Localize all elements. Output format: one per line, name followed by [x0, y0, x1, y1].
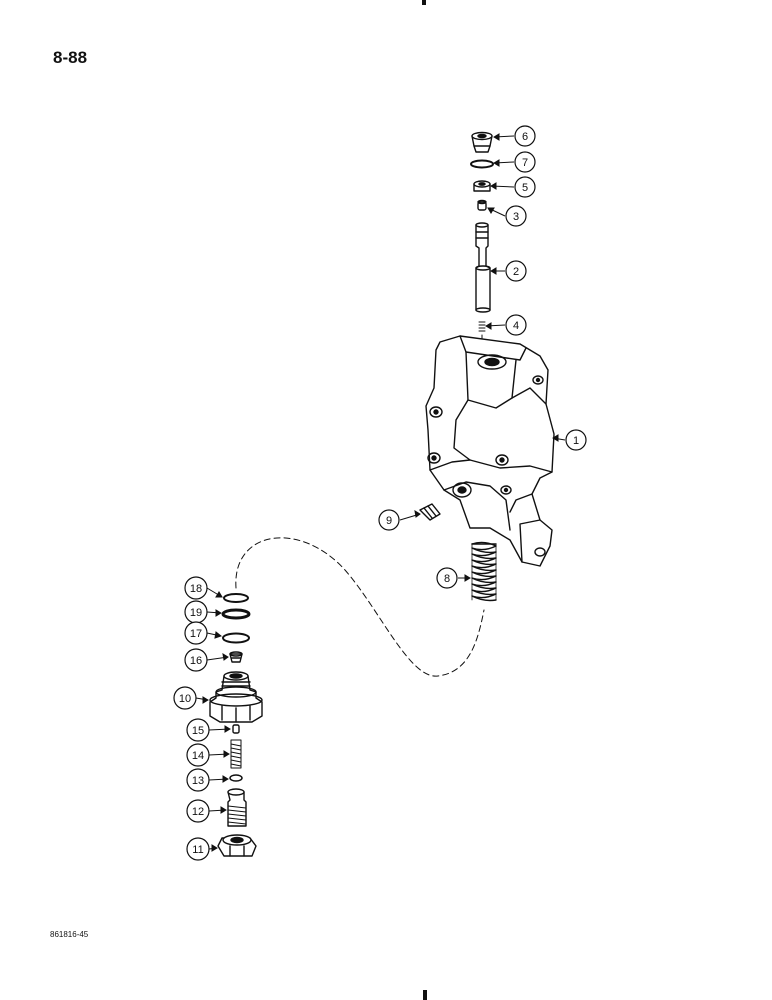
svg-text:18: 18 — [190, 583, 202, 595]
callout-4: 4 — [505, 314, 527, 336]
page-number: 8-88 — [53, 48, 88, 67]
svg-text:2: 2 — [513, 266, 519, 278]
cartridge-10 — [209, 671, 263, 723]
main-spring-8 — [471, 541, 497, 602]
o-ring-13 — [229, 774, 243, 782]
callout-17: 17 — [184, 621, 208, 645]
o-ring-17 — [222, 632, 250, 644]
svg-text:11: 11 — [192, 844, 203, 856]
valve-body-1 — [425, 335, 555, 567]
svg-text:19: 19 — [190, 607, 202, 619]
bottom-registration-mark — [423, 990, 427, 1000]
nut-5 — [473, 180, 491, 192]
callout-2: 2 — [505, 260, 527, 282]
svg-text:10: 10 — [179, 693, 191, 705]
adjusting-screw-12 — [227, 788, 247, 827]
svg-text:8: 8 — [444, 573, 450, 585]
o-ring-7 — [470, 159, 494, 169]
svg-text:9: 9 — [386, 515, 392, 527]
callout-19: 19 — [184, 600, 208, 624]
small-spring-4 — [478, 321, 486, 332]
plug-6 — [471, 131, 493, 153]
hex-nut-11 — [217, 834, 257, 857]
svg-text:17: 17 — [190, 628, 202, 640]
callout-14: 14 — [186, 743, 210, 767]
callout-7: 7 — [514, 151, 536, 173]
svg-text:7: 7 — [522, 157, 528, 169]
o-ring-18 — [223, 593, 249, 603]
callout-13: 13 — [186, 768, 210, 792]
svg-text:3: 3 — [513, 211, 519, 223]
svg-text:5: 5 — [522, 182, 528, 194]
svg-text:13: 13 — [192, 775, 204, 787]
callout-16: 16 — [184, 648, 208, 672]
svg-text:4: 4 — [513, 320, 519, 332]
small-part-16 — [229, 651, 243, 663]
callout-9: 9 — [378, 509, 400, 531]
callout-10: 10 — [173, 686, 197, 710]
callout-18: 18 — [184, 576, 208, 600]
svg-text:1: 1 — [573, 435, 579, 447]
plug-9 — [419, 503, 441, 521]
screw-15 — [232, 724, 240, 734]
callout-6: 6 — [514, 125, 536, 147]
callout-11: 11 — [186, 837, 210, 861]
svg-text:14: 14 — [192, 750, 204, 762]
backup-ring-19 — [221, 608, 251, 620]
assembly-dashed-line — [235, 537, 485, 677]
top-registration-mark — [422, 0, 426, 5]
callout-12: 12 — [186, 799, 210, 823]
svg-text:6: 6 — [522, 131, 528, 143]
spool-2 — [475, 222, 491, 313]
spring-14 — [230, 739, 242, 769]
svg-text:12: 12 — [192, 806, 204, 818]
callout-1: 1 — [565, 429, 587, 451]
callout-15: 15 — [186, 718, 210, 742]
callout-8: 8 — [436, 567, 458, 589]
small-part-3 — [477, 199, 487, 211]
svg-text:16: 16 — [190, 655, 202, 667]
figure-id: 861816-45 — [50, 930, 89, 939]
callout-3: 3 — [505, 205, 527, 227]
callout-5: 5 — [514, 176, 536, 198]
svg-text:15: 15 — [192, 725, 204, 737]
